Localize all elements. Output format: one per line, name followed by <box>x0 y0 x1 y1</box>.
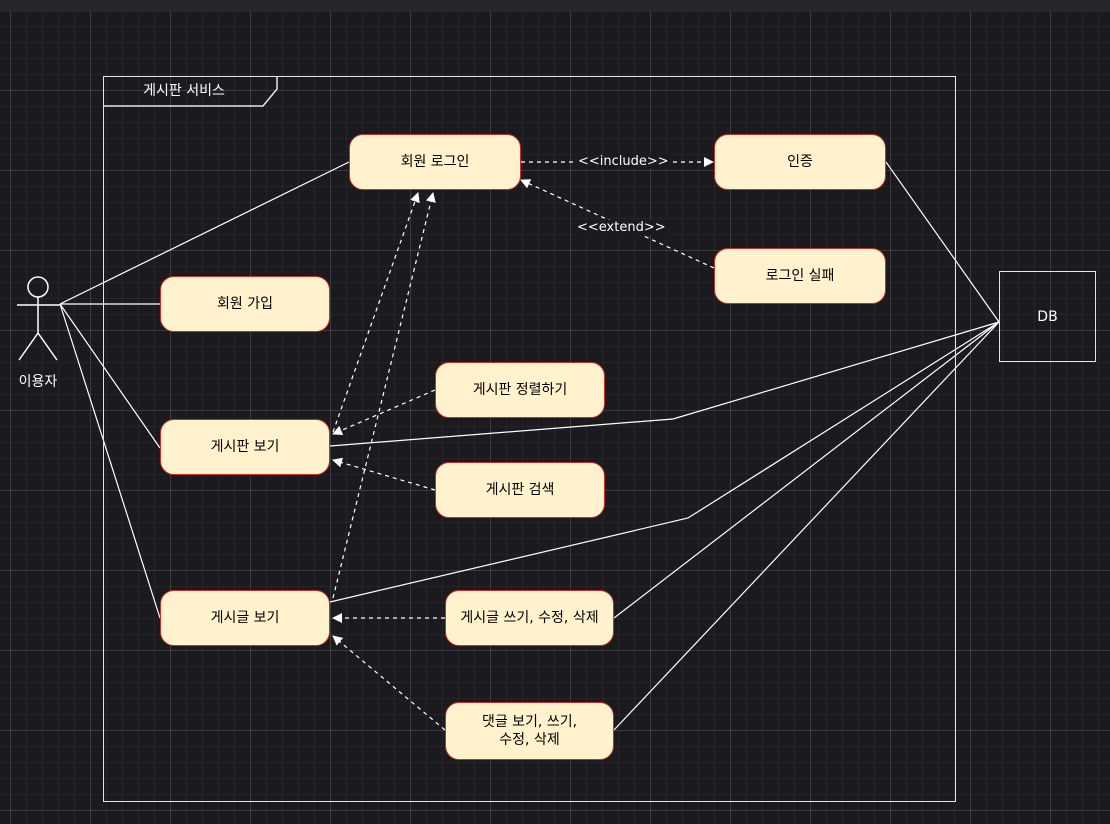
use-case-signup[interactable]: 회원 가입 <box>160 276 330 332</box>
use-case-view-board[interactable]: 게시판 보기 <box>160 419 330 475</box>
system-boundary: 게시판 서비스 <box>103 76 956 802</box>
include-viewboard-login <box>332 192 420 433</box>
assoc-auth-db <box>885 161 1000 323</box>
assoc-write-post-db <box>613 321 1000 619</box>
extend-comments-viewpost <box>332 635 446 731</box>
use-case-search-board[interactable]: 게시판 검색 <box>435 462 605 518</box>
assoc-actor-view-board <box>59 303 161 449</box>
include-label: <<include>> <box>576 154 671 169</box>
extend-label: <<extend>> <box>575 220 668 235</box>
assoc-actor-login <box>59 161 350 305</box>
assoc-comments-db <box>613 321 1000 731</box>
extend-sort-viewboard <box>332 389 436 436</box>
use-case-comments[interactable]: 댓글 보기, 쓰기, 수정, 삭제 <box>445 702 614 760</box>
stick-figure-icon <box>17 276 60 361</box>
include-viewpost-login <box>332 192 436 599</box>
database-box[interactable]: DB <box>999 271 1096 362</box>
assoc-view-post-db <box>329 321 1000 603</box>
assoc-actor-view-post <box>59 303 161 619</box>
use-case-login-fail[interactable]: 로그인 실패 <box>714 248 886 304</box>
use-case-auth[interactable]: 인증 <box>714 134 886 190</box>
system-title: 게시판 서비스 <box>143 83 225 99</box>
use-case-login[interactable]: 회원 로그인 <box>349 134 521 190</box>
actor-label: 이용자 <box>18 374 58 390</box>
canvas-top-bar <box>0 0 1110 12</box>
use-case-write-post[interactable]: 게시글 쓰기, 수정, 삭제 <box>445 590 614 646</box>
use-case-view-post[interactable]: 게시글 보기 <box>160 590 330 646</box>
extend-search-viewboard <box>332 457 436 491</box>
use-case-sort-board[interactable]: 게시판 정렬하기 <box>435 362 605 418</box>
system-boundary-tab: 게시판 서비스 <box>104 77 279 107</box>
assoc-view-board-db <box>329 321 1000 447</box>
